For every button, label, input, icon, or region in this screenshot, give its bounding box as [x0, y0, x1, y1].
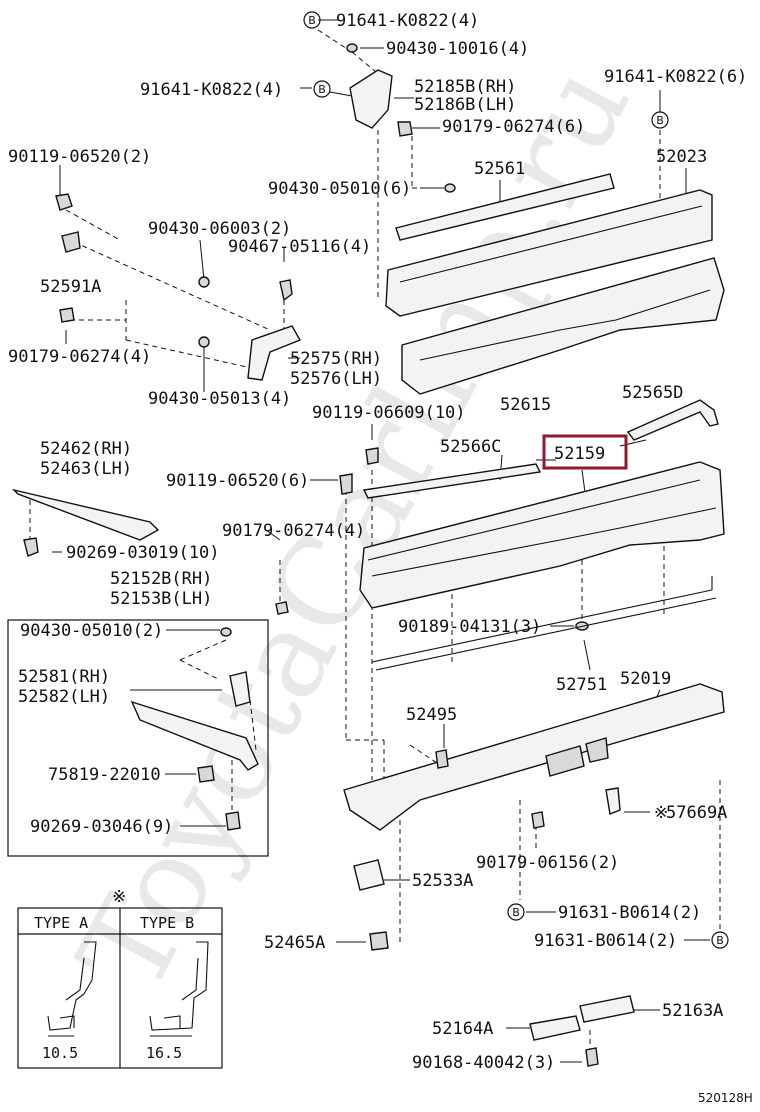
absorber-52615	[401, 257, 725, 395]
label-part[interactable]: 52019	[620, 669, 671, 689]
legend-note-mark: ※	[112, 887, 126, 907]
label-part[interactable]: 52565D	[622, 383, 683, 403]
label-part[interactable]: 52581(RH)	[18, 667, 110, 687]
label-part[interactable]: 52566C	[440, 437, 501, 457]
label-part[interactable]: 52164A	[432, 1019, 493, 1039]
bracket-52575	[247, 325, 302, 381]
badge-b: B	[318, 83, 326, 96]
label-part[interactable]: 52615	[500, 395, 551, 415]
label-part[interactable]: 91641-K0822(4)	[336, 11, 479, 31]
badge-b: B	[656, 114, 664, 127]
label-part[interactable]: 91641-K0822(4)	[140, 80, 283, 100]
type-legend: ※ TYPE A TYPE B 10.5 16.5	[17, 887, 223, 1069]
molding-52581	[130, 700, 259, 771]
label-part[interactable]: 90430-05013(4)	[148, 389, 291, 409]
reinforcement-52023	[385, 189, 713, 317]
label-part[interactable]: 90269-03046(9)	[30, 817, 173, 837]
badge-b: B	[308, 14, 316, 27]
label-part[interactable]: 90430-06003(2)	[148, 219, 291, 239]
label-part[interactable]: 91631-B0614(2)	[558, 903, 701, 923]
cover-52159	[359, 461, 725, 609]
inset-box	[7, 619, 269, 857]
legend-dim-a: 10.5	[42, 1044, 78, 1062]
figure-code: 520128H	[698, 1091, 753, 1105]
label-part[interactable]: 90189-04131(3)	[398, 617, 541, 637]
label-part[interactable]: 90119-06520(6)	[166, 471, 309, 491]
badge-b: B	[512, 906, 520, 919]
label-part[interactable]: 90119-06520(2)	[8, 147, 151, 167]
label-part-highlighted[interactable]: 52159	[554, 444, 605, 464]
note-mark: ※	[654, 803, 668, 823]
label-part[interactable]: 91641-K0822(6)	[604, 67, 747, 87]
label-part[interactable]: 52582(LH)	[18, 687, 110, 707]
label-part[interactable]: 90179-06156(2)	[476, 853, 619, 873]
label-part[interactable]: 52576(LH)	[290, 369, 382, 389]
retainer-52533a	[353, 859, 385, 891]
label-part[interactable]: 52465A	[264, 933, 325, 953]
label-part[interactable]: 90430-05010(2)	[20, 621, 163, 641]
strip-52561	[395, 173, 615, 241]
label-part[interactable]: 52561	[474, 159, 525, 179]
label-part[interactable]: 52163A	[662, 1001, 723, 1021]
label-part[interactable]: 52533A	[412, 871, 473, 891]
label-part[interactable]: 57669A	[666, 803, 727, 823]
part-shapes	[11, 43, 725, 1067]
part-labels: 91641-K0822(4) 90430-10016(4) 91641-K082…	[8, 11, 747, 1073]
label-part[interactable]: 52495	[406, 705, 457, 725]
badge-b: B	[716, 934, 724, 947]
label-part[interactable]: 52575(RH)	[290, 349, 382, 369]
strip-52565d	[626, 399, 719, 441]
label-part[interactable]: 90179-06274(6)	[442, 117, 585, 137]
support-52164a	[529, 1015, 581, 1041]
highlight-box-52159	[542, 434, 628, 470]
label-part[interactable]: 90430-05010(6)	[268, 179, 411, 199]
label-part[interactable]: 91631-B0614(2)	[534, 931, 677, 951]
label-part[interactable]: 90168-40042(3)	[412, 1053, 555, 1073]
label-part[interactable]: 52463(LH)	[40, 459, 132, 479]
legend-type-b: TYPE B	[140, 914, 194, 932]
label-part[interactable]: 90179-06274(4)	[8, 347, 151, 367]
legend-dim-b: 16.5	[146, 1044, 182, 1062]
bar-52019	[343, 683, 725, 831]
label-part[interactable]: 52751	[556, 675, 607, 695]
label-part[interactable]: 52152B(RH)	[110, 569, 212, 589]
label-part[interactable]: 52186B(LH)	[414, 95, 516, 115]
label-part[interactable]: 90269-03019(10)	[66, 543, 220, 563]
badges: B B B B B	[303, 11, 729, 949]
label-part[interactable]: 52591A	[40, 277, 101, 297]
label-part[interactable]: 52462(RH)	[40, 439, 132, 459]
label-part[interactable]: 90430-10016(4)	[386, 39, 529, 59]
support-52163a	[579, 995, 635, 1023]
label-part[interactable]: 90467-05116(4)	[228, 237, 371, 257]
bracket-52185b	[349, 69, 393, 129]
label-part[interactable]: 90119-06609(10)	[312, 403, 466, 423]
label-part[interactable]: 52185B(RH)	[414, 77, 516, 97]
label-part[interactable]: 75819-22010	[48, 765, 161, 785]
strip-52462	[11, 488, 160, 541]
legend-type-a: TYPE A	[34, 914, 88, 932]
molding-52751	[371, 576, 717, 671]
label-part[interactable]: 52153B(LH)	[110, 589, 212, 609]
label-part[interactable]: 52023	[656, 147, 707, 167]
strip-52566c	[362, 463, 542, 499]
label-part[interactable]: 90179-06274(4)	[222, 521, 365, 541]
